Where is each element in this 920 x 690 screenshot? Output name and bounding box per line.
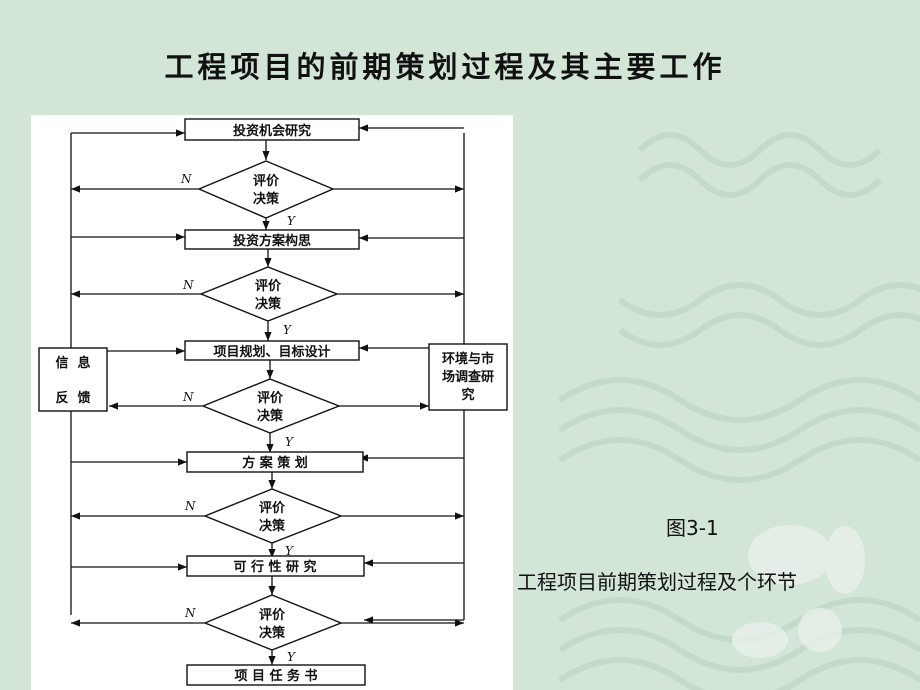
yes-marker: Y (285, 435, 294, 449)
info-feedback-label: 信 息 (55, 355, 90, 371)
figure-number: 图3-1 (666, 516, 719, 540)
no-marker: N (182, 390, 194, 404)
slide-title: 工程项目的前期策划过程及其主要工作 (164, 50, 726, 84)
step-box-1 (184, 118, 360, 141)
no-marker: N (184, 606, 196, 620)
step-box-2 (184, 229, 360, 250)
decision-label: 评价 (255, 279, 282, 294)
decision-diamond-4 (203, 488, 343, 544)
no-marker: N (180, 172, 192, 186)
decision-diamond-1 (197, 160, 335, 219)
step-box-3 (184, 340, 360, 361)
decision-label: 决策 (257, 408, 284, 424)
decision-label: 决策 (259, 518, 286, 534)
step-label: 投资方案构思 (233, 233, 311, 249)
decision-label: 评价 (259, 608, 286, 623)
flowchart: 投资机会研究 投资方案构思 项目规划、目标设计 方 案 策 划 可 行 性 研 … (38, 118, 508, 686)
info-feedback-box (38, 347, 108, 412)
market-research-box (428, 343, 508, 411)
step-box-4 (186, 451, 364, 473)
market-research-label: 场调查研 (442, 369, 494, 385)
decision-label: 评价 (253, 174, 280, 189)
decision-label: 评价 (259, 501, 286, 516)
decision-diamond-5 (203, 594, 343, 651)
no-marker: N (182, 278, 194, 292)
info-feedback-label: 反 馈 (55, 390, 90, 406)
decision-diamond-3 (201, 378, 341, 434)
decision-diamond-2 (199, 266, 339, 322)
yes-marker: Y (287, 650, 296, 664)
decision-label: 决策 (259, 625, 286, 641)
step-label: 可 行 性 研 究 (233, 559, 316, 575)
yes-marker: Y (287, 214, 296, 228)
market-research-label: 究 (461, 387, 474, 403)
yes-marker: Y (285, 544, 294, 558)
step-label: 项 目 任 务 书 (234, 668, 317, 684)
step-box-5 (186, 555, 365, 577)
step-label: 项目规划、目标设计 (213, 344, 330, 360)
yes-marker: Y (283, 323, 292, 337)
decision-label: 决策 (253, 191, 280, 207)
market-research-label: 环境与市 (442, 351, 494, 367)
decision-label: 决策 (255, 296, 282, 312)
no-marker: N (184, 499, 196, 513)
step-label: 方 案 策 划 (242, 455, 308, 471)
step-label: 投资机会研究 (233, 123, 311, 139)
flowchart-panel: 投资机会研究 投资方案构思 项目规划、目标设计 方 案 策 划 可 行 性 研 … (31, 115, 513, 690)
figure-caption: 工程项目前期策划过程及个环节 (517, 570, 797, 594)
step-box-6 (186, 664, 366, 686)
decision-label: 评价 (257, 391, 284, 406)
